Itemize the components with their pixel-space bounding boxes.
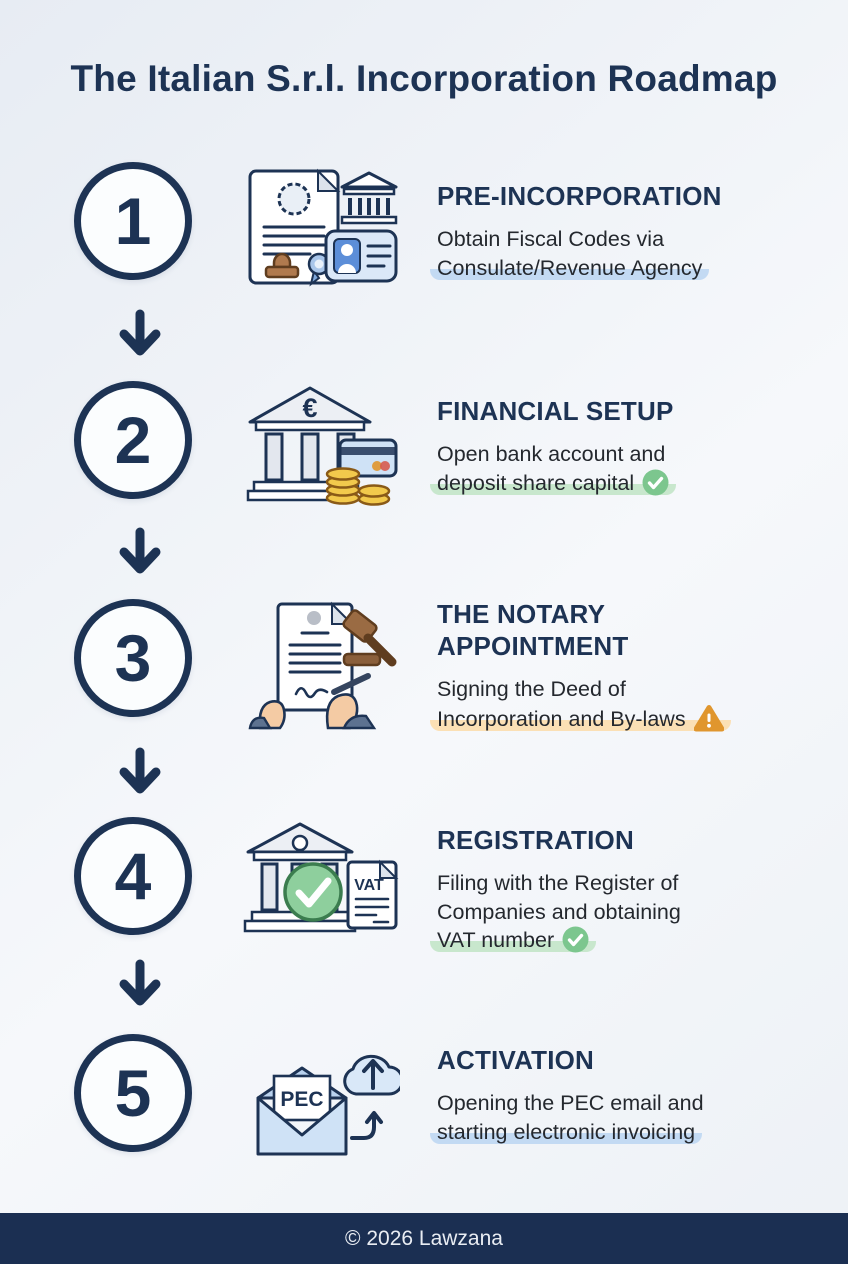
vat-document-icon: VAT bbox=[346, 859, 399, 930]
step-5-text: ACTIVATION Opening the PEC email and sta… bbox=[430, 1044, 837, 1147]
step-4-body-line-3: VAT number bbox=[430, 926, 837, 955]
upload-cloud-icon bbox=[343, 1054, 404, 1140]
step-3-body-line-1: Signing the Deed of bbox=[437, 677, 626, 701]
step-2-heading: FINANCIAL SETUP bbox=[437, 396, 674, 426]
step-1-body-line-1: Obtain Fiscal Codes via bbox=[437, 227, 665, 251]
step-5-heading: ACTIVATION bbox=[437, 1045, 595, 1075]
signing-hands-pen-icon bbox=[248, 673, 377, 730]
step-4-body-line-1: Filing with the Register of bbox=[437, 871, 679, 895]
credit-card-icon bbox=[338, 438, 398, 478]
down-arrow-icon bbox=[119, 527, 161, 574]
bank-building-icon bbox=[340, 171, 398, 225]
registry-check-vat-icon: VAT bbox=[240, 818, 400, 948]
step-1-body-line-2: Consulate/Revenue Agency bbox=[430, 254, 837, 283]
step-3-heading: THE NOTARY APPOINTMENT bbox=[437, 599, 629, 661]
step-5-number-circle: 5 bbox=[74, 1034, 192, 1152]
step-1-heading: PRE-INCORPORATION bbox=[437, 181, 722, 211]
step-2-body-line-2: deposit share capital bbox=[430, 469, 837, 498]
step-1-number-circle: 1 bbox=[74, 162, 192, 280]
step-2-number-circle: 2 bbox=[74, 381, 192, 499]
footer-bar: © 2026 Lawzana bbox=[0, 1213, 848, 1264]
step-4-body-line-2: Companies and obtaining bbox=[437, 899, 681, 924]
stamp-icon bbox=[264, 252, 300, 279]
approved-check-badge-icon bbox=[283, 862, 343, 922]
step-3-body-line-2: Incorporation and By-laws bbox=[430, 704, 837, 734]
gavel-icon bbox=[342, 609, 397, 667]
check-circle-icon bbox=[562, 926, 589, 953]
page-title: The Italian S.r.l. Incorporation Roadmap bbox=[70, 58, 778, 99]
step-5-body-line-1: Opening the PEC email and bbox=[437, 1091, 704, 1115]
step-4-heading: REGISTRATION bbox=[437, 825, 634, 855]
check-circle-icon bbox=[642, 469, 669, 495]
step-3-number-circle: 3 bbox=[74, 599, 192, 717]
rosette-seal-icon bbox=[307, 252, 331, 287]
svg-text:VAT: VAT bbox=[354, 877, 384, 894]
bank-euro-coins-card-icon: € bbox=[240, 382, 400, 512]
down-arrow-icon bbox=[119, 959, 161, 1006]
copyright-text: © 2026 Lawzana bbox=[345, 1226, 503, 1250]
step-4-text: REGISTRATION Filing with the Register of… bbox=[430, 824, 837, 955]
step-4-number-circle: 4 bbox=[74, 817, 192, 935]
step-2-number: 2 bbox=[114, 403, 152, 477]
step-3-number: 3 bbox=[114, 621, 152, 695]
step-1-number: 1 bbox=[114, 184, 152, 258]
step-5-number: 5 bbox=[114, 1056, 152, 1130]
down-arrow-icon bbox=[119, 309, 161, 356]
svg-text:€: € bbox=[302, 393, 317, 423]
step-2-text: FINANCIAL SETUP Open bank account and de… bbox=[430, 395, 837, 498]
down-arrow-icon bbox=[119, 747, 161, 794]
step-1-text: PRE-INCORPORATION Obtain Fiscal Codes vi… bbox=[430, 180, 837, 283]
pec-envelope-icon: PEC bbox=[256, 1066, 348, 1156]
warning-triangle-icon bbox=[693, 704, 725, 731]
step-4-number: 4 bbox=[114, 839, 152, 913]
certificate-stamp-bank-id-icon bbox=[240, 163, 400, 293]
deed-signing-gavel-icon bbox=[240, 600, 400, 730]
svg-text:PEC: PEC bbox=[280, 1088, 323, 1111]
step-2-body-line-1: Open bank account and bbox=[437, 442, 666, 466]
coin-stack-icon bbox=[325, 467, 391, 506]
pec-envelope-cloud-upload-icon: PEC bbox=[240, 1040, 404, 1170]
step-5-body-line-2: starting electronic invoicing bbox=[430, 1118, 837, 1147]
id-card-icon bbox=[324, 229, 398, 283]
step-3-text: THE NOTARY APPOINTMENT Signing the Deed … bbox=[430, 598, 837, 734]
